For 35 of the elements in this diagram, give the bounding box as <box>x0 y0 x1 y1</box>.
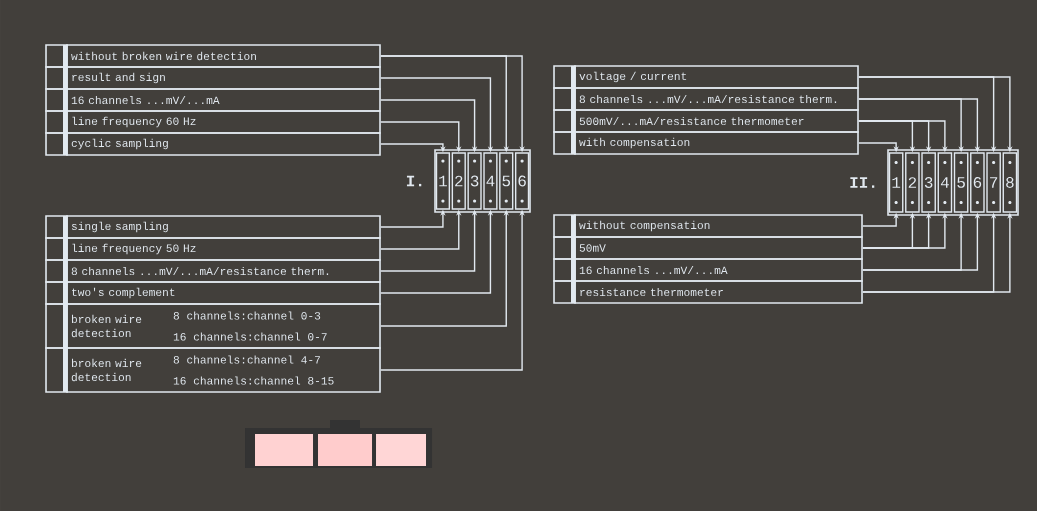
switch-lever: 4 <box>937 152 953 213</box>
table-row: without broken wire detection <box>45 44 381 68</box>
table-row: without compensation <box>553 214 863 238</box>
table-row: 16 channels ...mV/...mA <box>553 258 863 282</box>
table-row: single sampling <box>45 215 381 239</box>
table-row: broken wire detection 8 channels:channel 0-3 16 channels:channel 0-7 <box>45 303 381 349</box>
table-row: 50mV <box>553 236 863 260</box>
table-row: 16 channels ...mV/...mA <box>45 88 381 112</box>
node-label: II. <box>850 177 875 188</box>
switch-lever: 6 <box>514 152 530 210</box>
switch-lever: 4 <box>483 152 498 210</box>
switch-lever: 2 <box>905 152 920 213</box>
table-row: line frequency 50 Hz <box>45 237 381 261</box>
table-row: resistance thermometer <box>553 280 863 304</box>
switch-lever: 3 <box>921 152 936 213</box>
switch-lever: 1 <box>888 152 904 213</box>
table-row: voltage / current <box>553 65 859 89</box>
table-row: 8 channels ...mV/...mA/resistance therm. <box>45 259 381 283</box>
switch-lever: 7 <box>986 152 1001 213</box>
switch-lever: 1 <box>435 152 451 210</box>
switch-lever: 3 <box>467 152 482 210</box>
table-row: broken wire detection 8 channels:channel 4-7 16 channels:channel 8-15 <box>45 347 381 393</box>
switch-lever: 6 <box>970 152 985 213</box>
table-row: result and sign <box>45 66 381 90</box>
table-row: line frequency 60 Hz <box>45 110 381 134</box>
switch-lever: 5 <box>499 152 514 210</box>
node-label: I. <box>406 175 422 187</box>
table-row: 8 channels ...mV/...mA/resistance therm. <box>553 87 859 111</box>
switch-lever: 5 <box>953 152 969 213</box>
table-row: with compensation <box>553 131 859 155</box>
table-row: cyclic sampling <box>45 132 381 156</box>
switch-lever: 2 <box>451 152 466 210</box>
table-row: 500mV/...mA/resistance thermometer <box>553 109 859 133</box>
switch-lever: 8 <box>1002 152 1018 213</box>
table-row: two's complement <box>45 281 381 305</box>
